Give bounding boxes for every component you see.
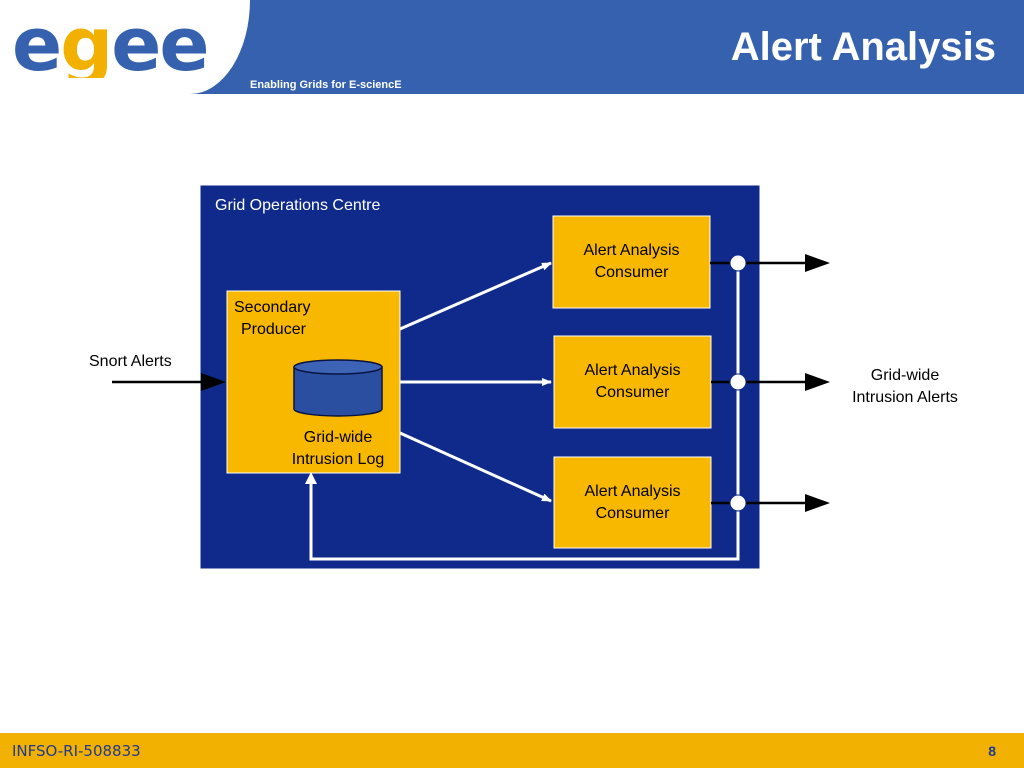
svg-text:egee: egee: [12, 14, 208, 78]
logo-area: egee: [0, 0, 250, 94]
arrow-to-consumer-1: [399, 261, 552, 331]
junction-dot-3: [729, 494, 747, 512]
page-number: 8: [988, 743, 996, 759]
egee-logo: egee: [12, 14, 210, 78]
output-arrowhead-2: [805, 373, 830, 391]
consumer-3-label-line1: Alert Analysis: [584, 483, 681, 500]
output-arrowhead-1: [805, 254, 830, 272]
input-arrowhead: [201, 373, 226, 391]
tagline: Enabling Grids for E-sciencE: [250, 79, 402, 91]
log-label-line2: Intrusion Log: [291, 451, 385, 468]
container-label: Grid Operations Centre: [215, 197, 381, 214]
feedback-arrowhead: [305, 472, 317, 484]
intrusion-log-database-icon: [293, 359, 383, 417]
consumer-box-1: [552, 215, 711, 309]
consumer-box-3: [553, 456, 712, 549]
feedback-loop-line: [309, 263, 740, 561]
consumer-2-label-line2: Consumer: [595, 384, 670, 401]
producer-label-line1: Secondary: [234, 299, 311, 316]
slide-header: egee Alert Analysis Enabling Grids for E…: [0, 0, 1024, 94]
output-arrowhead-3: [805, 494, 830, 512]
output-label-line1: Grid-wide: [870, 367, 940, 384]
consumer-1-label-line2: Consumer: [594, 264, 669, 281]
consumer-1-label-line1: Alert Analysis: [583, 242, 680, 259]
consumer-3-label-line2: Consumer: [595, 505, 670, 522]
slide-footer: INFSO-RI-508833 8: [0, 733, 1024, 768]
project-id: INFSO-RI-508833: [12, 742, 141, 760]
producer-label-line2: Producer: [241, 321, 306, 338]
consumer-2-label-line1: Alert Analysis: [584, 362, 681, 379]
output-label-line2: Intrusion Alerts: [852, 389, 958, 406]
slide-title: Alert Analysis: [730, 25, 996, 69]
input-label: Snort Alerts: [89, 353, 172, 370]
junction-dot-1: [729, 254, 747, 272]
log-label-line1: Grid-wide: [303, 429, 373, 446]
junction-dot-2: [729, 373, 747, 391]
arrow-to-consumer-3: [399, 431, 552, 503]
